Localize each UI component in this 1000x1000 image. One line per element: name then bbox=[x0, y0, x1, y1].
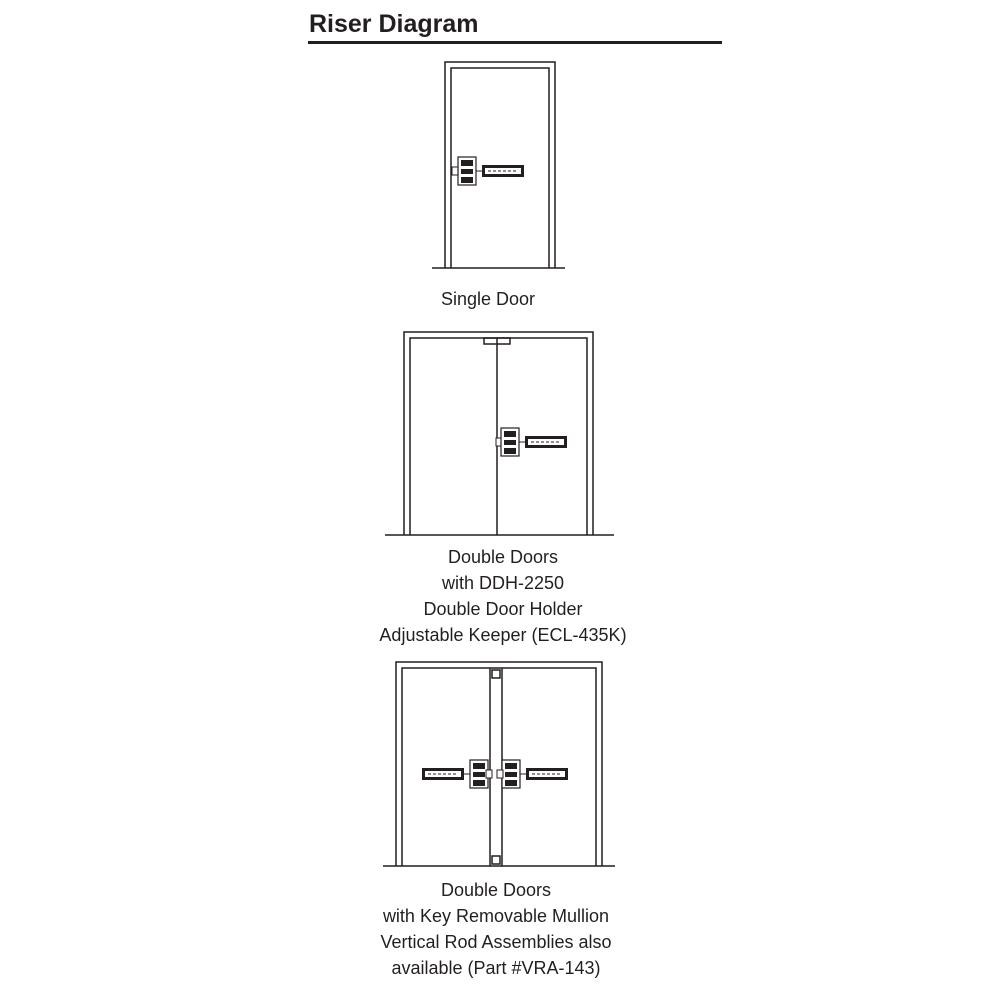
caption-line: Single Door bbox=[440, 289, 536, 309]
caption-double-door-mullion: Double Doors with Key Removable Mullion … bbox=[296, 877, 696, 981]
page-title: Riser Diagram bbox=[309, 10, 479, 38]
keeper-icon bbox=[485, 769, 493, 779]
electric-lock-icon bbox=[500, 427, 567, 457]
keeper-icon bbox=[451, 166, 459, 176]
keeper-icon bbox=[496, 769, 504, 779]
title-underline bbox=[308, 41, 722, 44]
caption-single-door: Single Door bbox=[288, 286, 688, 312]
electric-lock-icon bbox=[501, 759, 568, 789]
mullion-lock-icon bbox=[491, 669, 501, 679]
caption-double-door-holder: Double Doors with DDH-2250 Double Door H… bbox=[303, 544, 703, 648]
electric-lock-icon bbox=[422, 759, 489, 789]
caption-line: with DDH-2250 bbox=[441, 573, 565, 593]
caption-line: with Key Removable Mullion bbox=[382, 906, 610, 926]
caption-line: Adjustable Keeper (ECL-435K) bbox=[379, 625, 627, 645]
single-door bbox=[432, 61, 565, 269]
mullion-base-icon bbox=[491, 855, 501, 865]
lock-plate-icon bbox=[422, 768, 464, 780]
caption-line: Double Door Holder bbox=[423, 599, 583, 619]
lock-plate-icon bbox=[526, 768, 568, 780]
caption-line: Double Doors bbox=[440, 880, 552, 900]
lock-plate-icon bbox=[525, 436, 567, 448]
lock-plate-icon bbox=[482, 165, 524, 177]
door-holder-icon bbox=[483, 337, 511, 345]
caption-line: Double Doors bbox=[447, 547, 559, 567]
electric-lock-icon bbox=[457, 156, 524, 186]
double-door-mullion bbox=[383, 661, 615, 867]
caption-line: available (Part #VRA-143) bbox=[391, 958, 601, 978]
caption-line: Vertical Rod Assemblies also bbox=[380, 932, 612, 952]
double-door-holder bbox=[385, 331, 614, 536]
